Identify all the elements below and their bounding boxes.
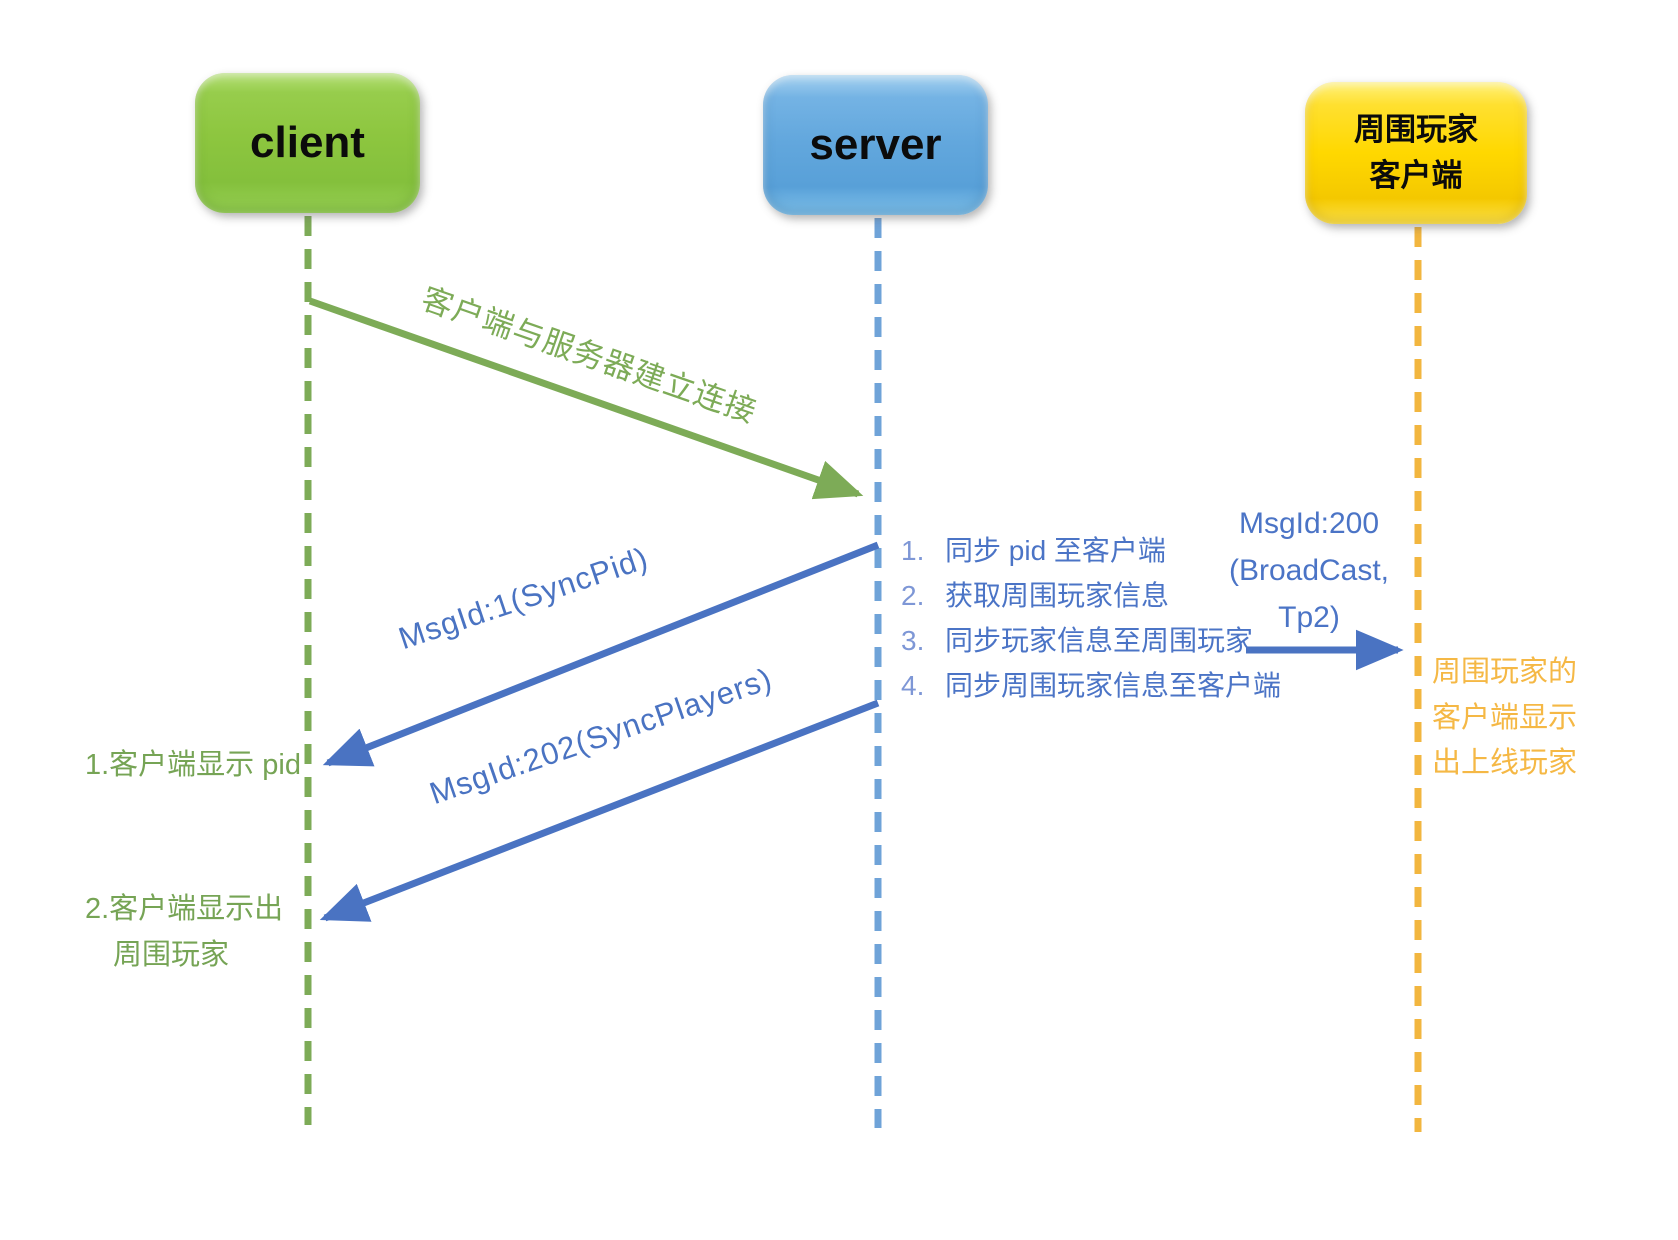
neighbor-note-line3: 出上线玩家 <box>1432 747 1578 779</box>
server-step-4-number: 4. <box>901 670 925 701</box>
neighbor-note-line2: 客户端显示 <box>1432 701 1578 734</box>
server-step-1: 1. 同步 pid 至客户端 <box>901 528 1281 573</box>
server-step-4-text: 同步周围玩家信息至客户端 <box>945 670 1282 701</box>
actor-neighbor-label-line1: 周围玩家 <box>1354 112 1478 147</box>
client-note-pid: 1.客户端显示 pid <box>85 749 301 781</box>
server-step-3-number: 3. <box>901 625 925 656</box>
server-step-2-text: 获取周围玩家信息 <box>945 580 1170 611</box>
syncpid-arrow <box>322 541 880 767</box>
client-note-players-line2: 周围玩家 <box>113 939 230 971</box>
actor-client-label: client <box>250 118 365 167</box>
server-step-4: 4. 同步周围玩家信息至客户端 <box>901 663 1281 708</box>
broadcast-label-line1: MsgId:200 <box>1238 507 1380 540</box>
neighbor-note: 周围玩家的 客户端显示 出上线玩家 <box>1432 650 1577 787</box>
server-step-1-text: 同步 pid 至客户端 <box>945 535 1166 566</box>
server-step-2: 2. 获取周围玩家信息 <box>901 573 1281 618</box>
broadcast-label-line3: Tp2) <box>1278 601 1340 634</box>
actor-server-box: server <box>763 75 988 215</box>
neighbor-note-line1: 周围玩家的 <box>1432 656 1578 688</box>
actor-neighbor-box: 周围玩家 客户端 <box>1305 82 1527 224</box>
client-note-players-line1: 2.客户端显示出 <box>85 893 284 925</box>
actor-neighbor-label-line2: 客户端 <box>1369 158 1463 193</box>
broadcast-label-line2: (BroadCast, <box>1228 554 1390 587</box>
connect-arrow <box>308 297 864 500</box>
server-step-3-text: 同步玩家信息至周围玩家 <box>945 625 1254 656</box>
server-step-2-number: 2. <box>901 580 925 611</box>
syncplayers-arrow <box>319 699 880 922</box>
actor-server-label: server <box>809 120 942 169</box>
actor-client-box: client <box>195 73 420 213</box>
server-step-3: 3. 同步玩家信息至周围玩家 <box>901 618 1281 663</box>
server-steps-list: 1. 同步 pid 至客户端 2. 获取周围玩家信息 3. 同步玩家信息至周围玩… <box>901 528 1281 708</box>
server-step-1-number: 1. <box>901 535 925 566</box>
client-note-players: 2.客户端显示出 周围玩家 <box>85 886 283 978</box>
broadcast-arrow-label: MsgId:200 (BroadCast, Tp2) <box>1226 500 1392 641</box>
